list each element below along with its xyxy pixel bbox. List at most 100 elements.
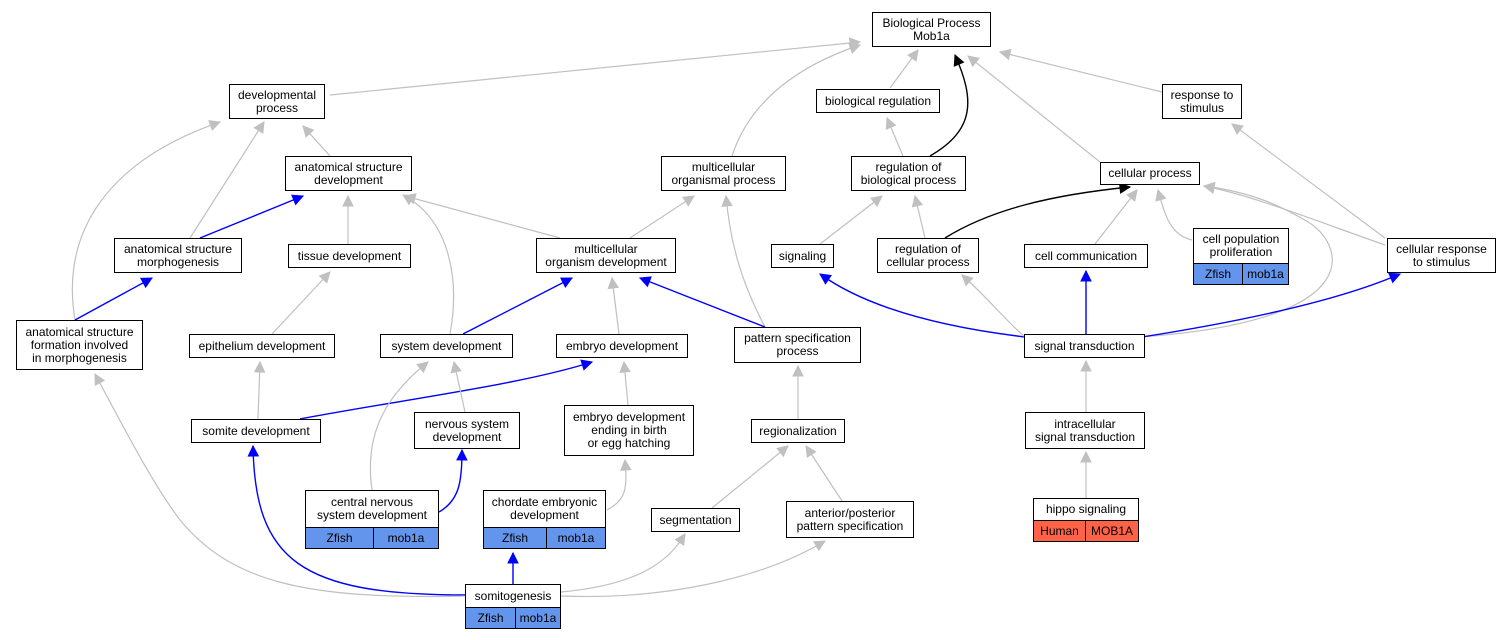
edge-sysdev-to-anatdev [402,194,455,335]
node-chordate-embryonic-development[interactable]: chordate embryonic development Zfish mob… [483,490,606,549]
node-anatomical-structure-morphogenesis[interactable]: anatomical structure morphogenesis [114,238,242,273]
arrowhead-embdev-to-mcdev [607,276,620,290]
node-label-line: multicellular [574,241,638,256]
species-cell: Zfish [484,528,546,548]
node-cell-communication[interactable]: cell communication [1024,244,1148,268]
edge-form-to-dev [71,121,221,321]
node-label-line: pattern specification [796,518,904,533]
node-label-line: central nervous [330,495,414,509]
node-biological-regulation[interactable]: biological regulation [816,89,940,113]
edge-cns-to-sysdev [369,361,429,491]
edge-regcell-to-cellproc [944,186,1131,239]
arrowhead-morph-to-dev [253,121,265,134]
node-system-development[interactable]: system development [380,334,513,358]
edge-mcproc-to-bp [731,44,861,157]
node-label-line: formation involved [30,337,129,352]
node-label-line: development [314,172,383,187]
node-multicellular-organismal-process[interactable]: multicellular organismal process [661,156,786,191]
node-label-line: anatomical structure [25,324,134,339]
edge-somito-to-somite [252,445,466,596]
arrowhead-sysdev-to-anatdev [402,194,415,206]
arrowhead-pattern-to-mcdev [638,276,652,288]
node-regulation-of-cellular-process[interactable]: regulation of cellular process [877,238,979,273]
node-cellular-response-to-stimulus[interactable]: cellular response to stimulus [1387,238,1496,273]
edge-somito-to-segm [560,533,686,593]
arrowhead-chordate-to-birth [620,458,632,471]
node-tissue-development[interactable]: tissue development [288,244,411,268]
node-label-line: response to [1170,87,1234,102]
node-label-line: development [432,429,502,444]
arrowhead-somite-to-embdev [580,359,594,371]
edge-signaling-to-regbio [819,195,883,245]
node-hippo-signaling[interactable]: hippo signaling Human MOB1A [1033,498,1139,542]
node-cellular-process[interactable]: cellular process [1100,162,1200,185]
arrowhead-form-to-morph [140,277,153,289]
arrowhead-cns-to-sysdev [416,361,429,374]
arrowhead-resp-to-bp [998,48,1012,61]
edge-resp-to-bp [999,51,1163,93]
arrowhead-hippo-to-intra [1080,450,1092,463]
node-nervous-system-development[interactable]: nervous system development [414,412,520,449]
node-response-to-stimulus[interactable]: response to stimulus [1162,84,1242,119]
node-signal-transduction[interactable]: signal transduction [1024,334,1145,358]
node-anterior-posterior-pattern-specification[interactable]: anterior/posterior pattern specification [786,501,914,538]
node-segmentation[interactable]: segmentation [651,508,740,532]
edge-form-to-morph [74,277,153,321]
node-signaling[interactable]: signaling [771,244,834,268]
node-label-line: intracellular [1054,416,1116,431]
arrowhead-antpost-to-region [805,445,817,458]
node-label-line: anterior/posterior [804,505,896,520]
arrowhead-tissue-to-anatdev [342,194,354,207]
node-multicellular-organism-development[interactable]: multicellular organism development [536,238,676,273]
node-intracellular-signal-transduction[interactable]: intracellular signal transduction [1025,412,1145,449]
arrowhead-cellproc-to-bp [967,55,980,68]
node-label-line: nervous system [424,416,510,431]
node-embryo-development[interactable]: embryo development [556,334,688,358]
node-somitogenesis[interactable]: somitogenesis Zfish mob1a [465,584,561,629]
edge-mcdev-to-mcproc [629,195,695,239]
node-label-line: regulation of [894,241,962,256]
node-biological-process[interactable]: Biological Process Mob1a [872,12,991,47]
node-label-line: cellular response [1396,241,1487,256]
edge-somito-to-form [94,373,466,598]
arrowhead-bioreg-to-bp [907,49,919,62]
node-label-line: biological regulation [824,93,932,108]
arrowhead-region-to-pattern [792,364,804,377]
node-label-line: organismal process [671,172,776,187]
edge-segm-to-region [711,445,789,509]
node-regionalization[interactable]: regionalization [751,419,845,443]
node-anatomical-structure-development[interactable]: anatomical structure development [285,156,412,191]
arrowhead-pattern-to-mcproc [721,194,733,208]
node-label-line: tissue development [297,248,402,263]
arrowhead-somito-to-form [94,373,106,386]
edge-regbio-to-bp [929,54,969,157]
node-label-line: cellular process [886,254,970,269]
arrowhead-sysdev-to-mcdev [560,277,573,288]
node-label-line: regulation of [875,159,942,174]
node-label-line: biological process [860,172,957,187]
node-regulation-of-biological-process[interactable]: regulation of biological process [851,156,966,191]
node-label-line: process [255,100,299,115]
node-anatomical-structure-formation[interactable]: anatomical structure formation involved … [16,320,143,370]
node-embryo-development-ending-in-birth[interactable]: embryo development ending in birth or eg… [564,405,694,456]
arrowhead-sigtrans-to-comm [1080,269,1092,282]
node-cell-population-proliferation[interactable]: cell population proliferation Zfish mob1… [1193,228,1289,285]
node-somite-development[interactable]: somite development [191,419,321,443]
edge-somite-to-embdev [299,361,593,420]
node-pattern-specification-process[interactable]: pattern specification process [734,327,861,363]
node-label-line: multicellular [691,159,756,174]
species-cell: Human [1034,521,1085,541]
edge-dev-to-bp [329,41,861,96]
node-developmental-process[interactable]: developmental process [229,84,325,119]
edge-somito-to-antpost [560,540,826,598]
node-epithelium-development[interactable]: epithelium development [189,334,335,358]
arrowhead-somito-to-chordate [507,551,519,564]
node-label-line: development [510,508,579,522]
node-label-line: Mob1a [913,28,950,43]
arrowhead-birth-to-embdev [619,360,631,373]
node-central-nervous-system-development[interactable]: central nervous system development Zfish… [305,490,439,549]
gene-cell: mob1a [1242,264,1288,284]
arrowhead-somite-to-epi [253,360,266,373]
node-label-line: pattern specification [744,331,851,345]
